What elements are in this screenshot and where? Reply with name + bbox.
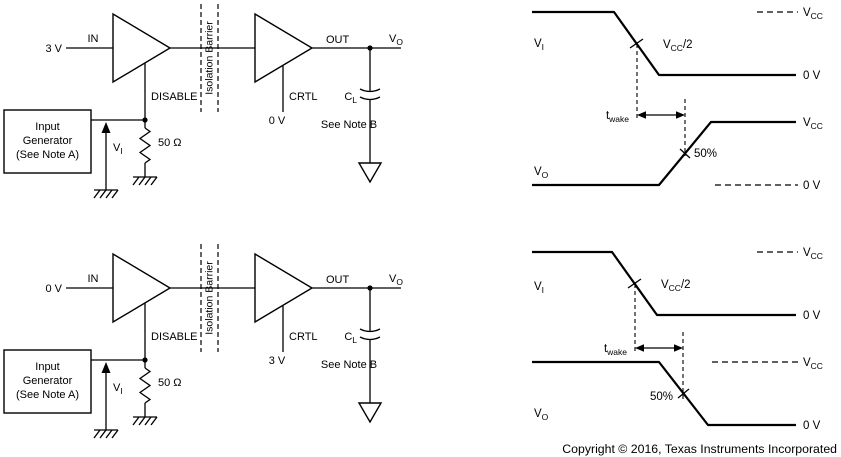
ground-hatched-icon bbox=[132, 176, 158, 186]
capacitor-plate-bottom bbox=[359, 96, 381, 101]
generator-label-line3: (See Note A) bbox=[16, 149, 79, 161]
arrowhead-right-icon bbox=[674, 344, 683, 352]
capacitor-plate-top bbox=[359, 88, 381, 93]
vcc-level-label: VCC bbox=[803, 117, 823, 131]
generator-label-line2: Generator bbox=[23, 375, 73, 387]
buffer-amp-input bbox=[112, 12, 172, 84]
vo-label: VO bbox=[389, 33, 403, 47]
arrowhead-left-icon bbox=[637, 111, 646, 119]
vcc-level-label: VCC bbox=[803, 247, 823, 261]
vi-label: VI bbox=[113, 382, 123, 396]
test-circuit-bottom: 0 V IN DISABLE Isolation Barrier CRTL 3 … bbox=[3, 244, 403, 439]
threshold-tick bbox=[679, 148, 691, 159]
see-note-b-label: See Note B bbox=[321, 119, 377, 131]
in-pin-label: IN bbox=[88, 273, 99, 285]
twake-label: twake bbox=[606, 110, 629, 124]
arrowhead-right-icon bbox=[676, 111, 685, 119]
input-voltage-label: 3 V bbox=[45, 43, 62, 55]
resistor-zigzag bbox=[138, 367, 152, 404]
isolation-barrier-label: Isolation Barrier bbox=[204, 261, 216, 335]
vi-waveform-label: VI bbox=[534, 38, 544, 52]
buffer-amp-output bbox=[254, 252, 314, 324]
generator-label-line3: (See Note A) bbox=[16, 389, 79, 401]
generator-label-line1: Input bbox=[35, 361, 59, 373]
threshold-tick bbox=[627, 278, 642, 289]
ground-hatched-icon bbox=[93, 189, 119, 199]
arrowhead-left-icon bbox=[635, 344, 644, 352]
ground-triangle-icon bbox=[357, 162, 383, 184]
zero-level-label: 0 V bbox=[803, 70, 821, 82]
resistor-value-label: 50 Ω bbox=[158, 137, 182, 149]
threshold-tick bbox=[677, 388, 690, 399]
fifty-percent-label: 50% bbox=[650, 391, 673, 403]
test-circuit-top: 3 V IN DISABLE Isolation Barrier CRTL 0 … bbox=[3, 4, 403, 199]
resistor-value-label: 50 Ω bbox=[158, 377, 182, 389]
vi-arrowhead-icon bbox=[101, 362, 111, 373]
zero-level-label: 0 V bbox=[803, 180, 821, 192]
input-generator-box bbox=[3, 349, 92, 414]
vcc-half-label: VCC/2 bbox=[661, 279, 691, 293]
ground-hatched-icon bbox=[132, 416, 158, 426]
vcc-half-label: VCC/2 bbox=[663, 39, 693, 53]
isolation-barrier-label: Isolation Barrier bbox=[204, 21, 216, 95]
capacitor-plate-bottom bbox=[359, 336, 381, 341]
vo-trace bbox=[532, 120, 796, 187]
waveform-top: VCC 0 V VI VCC/2 twake VCC 0 V 50% VO bbox=[532, 7, 823, 192]
vi-waveform-label: VI bbox=[534, 281, 544, 295]
vo-waveform-label: VO bbox=[534, 408, 549, 422]
twake-label: twake bbox=[604, 343, 627, 357]
generator-label-line2: Generator bbox=[23, 135, 73, 147]
disable-pin-label: DISABLE bbox=[151, 331, 197, 343]
generator-label-line1: Input bbox=[35, 121, 59, 133]
copyright-notice: Copyright © 2016, Texas Instruments Inco… bbox=[562, 442, 837, 456]
input-generator-box bbox=[3, 109, 92, 174]
input-voltage-label: 0 V bbox=[45, 283, 62, 295]
ground-triangle-icon bbox=[357, 402, 383, 424]
vi-arrowhead-icon bbox=[101, 122, 111, 133]
vcc-level-label: VCC bbox=[803, 7, 823, 21]
out-pin-label: OUT bbox=[326, 274, 350, 286]
capacitor-plate-top bbox=[359, 328, 381, 333]
vo-label: VO bbox=[389, 273, 403, 287]
cl-label: CL bbox=[344, 331, 357, 345]
ctrl-pin-label: CRTL bbox=[289, 91, 318, 103]
waveform-bottom: VCC 0 V VI VCC/2 twake VCC 0 V 50% VO bbox=[532, 247, 823, 432]
buffer-amp-input bbox=[112, 252, 172, 324]
cl-label: CL bbox=[344, 91, 357, 105]
vcc-level-label: VCC bbox=[803, 357, 823, 371]
out-pin-label: OUT bbox=[326, 34, 350, 46]
ctrl-voltage-label: 0 V bbox=[269, 115, 286, 127]
disable-pin-label: DISABLE bbox=[151, 91, 197, 103]
threshold-tick bbox=[629, 38, 644, 49]
in-pin-label: IN bbox=[88, 33, 99, 45]
ctrl-pin-label: CRTL bbox=[289, 331, 318, 343]
zero-level-label: 0 V bbox=[803, 310, 821, 322]
buffer-amp-output bbox=[254, 12, 314, 84]
see-note-b-label: See Note B bbox=[321, 359, 377, 371]
resistor-zigzag bbox=[138, 127, 152, 164]
fifty-percent-label: 50% bbox=[694, 148, 717, 160]
vi-label: VI bbox=[113, 142, 123, 156]
vo-waveform-label: VO bbox=[534, 166, 549, 180]
zero-level-label: 0 V bbox=[803, 420, 821, 432]
ground-hatched-icon bbox=[93, 429, 119, 439]
ctrl-voltage-label: 3 V bbox=[269, 355, 286, 367]
